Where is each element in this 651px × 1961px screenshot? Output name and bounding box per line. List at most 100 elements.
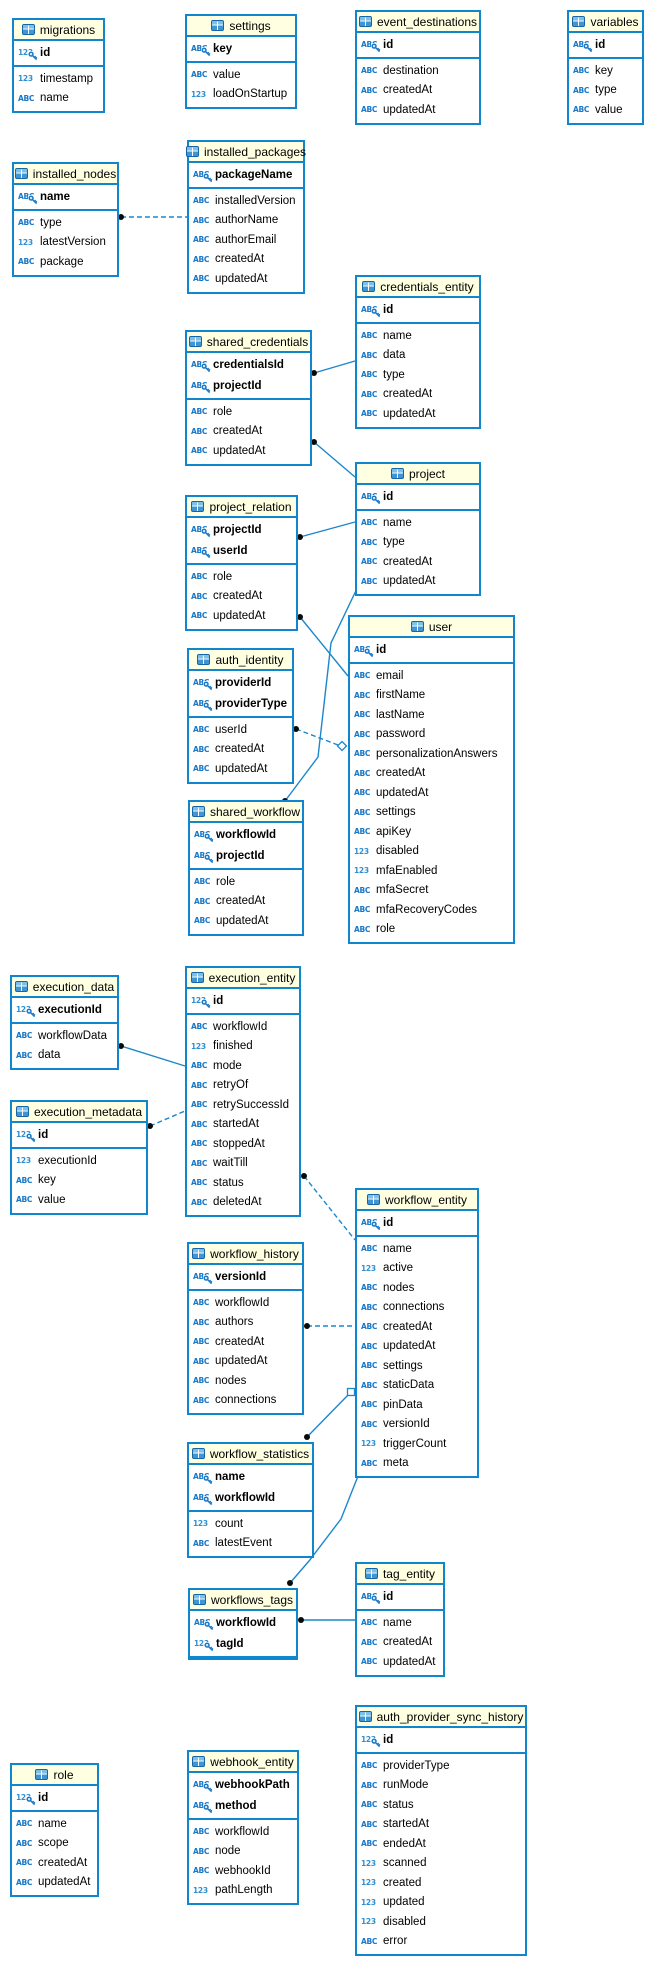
relation-auth_identity-user[interactable] bbox=[293, 726, 348, 752]
relation-shared_credentials-credentials_entity[interactable] bbox=[311, 360, 356, 376]
entity-header-user[interactable]: user bbox=[350, 617, 513, 638]
relation-workflows_tags-workflow_entity[interactable] bbox=[287, 1470, 361, 1586]
entity-header-installed_nodes[interactable]: installed_nodes bbox=[14, 164, 117, 185]
entity-header-workflow_history[interactable]: workflow_history bbox=[189, 1244, 302, 1265]
relation-execution_metadata-execution_entity[interactable] bbox=[147, 1110, 186, 1129]
entity-header-project_relation[interactable]: project_relation bbox=[187, 497, 296, 518]
relation-project_relation-project[interactable] bbox=[297, 521, 356, 540]
entity-header-variables[interactable]: variables bbox=[569, 12, 642, 33]
entity-header-settings[interactable]: settings bbox=[187, 16, 295, 37]
entity-header-execution_entity[interactable]: execution_entity bbox=[187, 968, 299, 989]
entity-header-tag_entity[interactable]: tag_entity bbox=[357, 1564, 443, 1585]
relation-installed_nodes-installed_packages[interactable] bbox=[118, 214, 187, 220]
relation-execution_entity-workflow_entity[interactable] bbox=[301, 1173, 356, 1241]
relation-shared_credentials-project[interactable] bbox=[311, 439, 356, 478]
entity-header-auth_identity[interactable]: auth_identity bbox=[189, 650, 292, 671]
entity-header-role[interactable]: role bbox=[12, 1765, 97, 1786]
relation-execution_data-execution_entity[interactable] bbox=[118, 1043, 186, 1067]
